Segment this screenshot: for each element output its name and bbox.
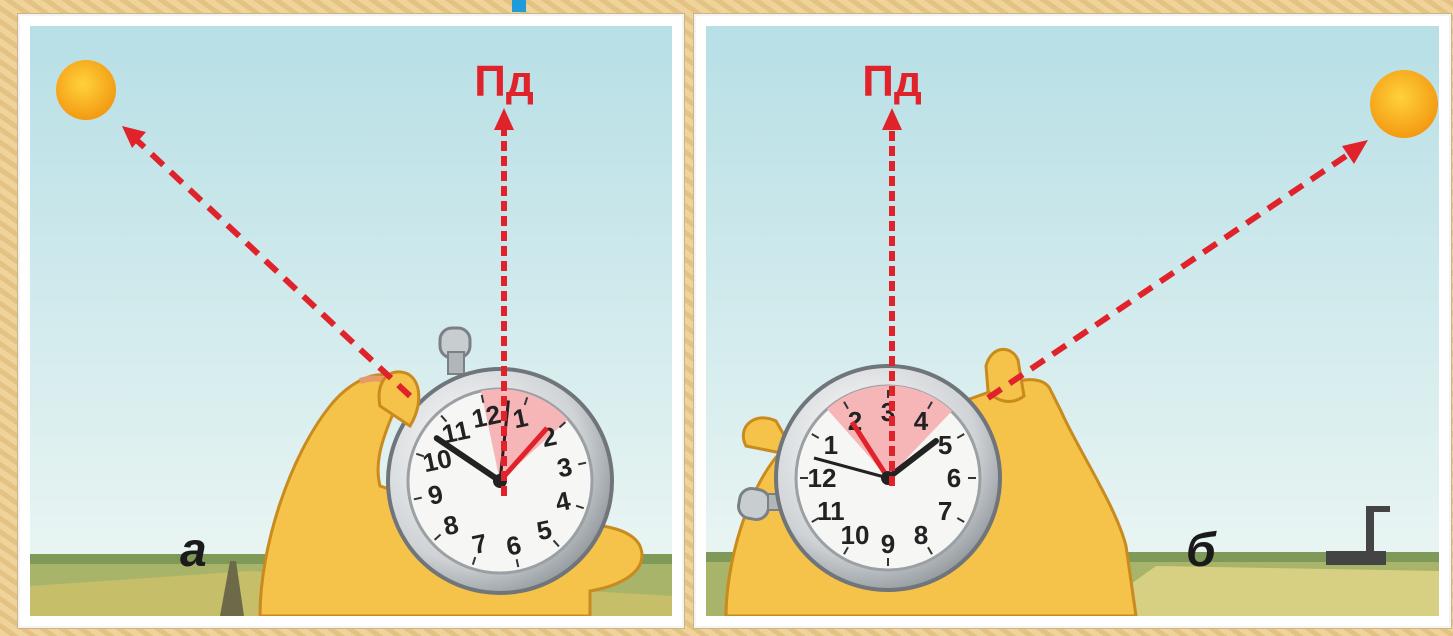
dial-number: 8 xyxy=(914,520,928,550)
sun-icon xyxy=(1370,70,1438,138)
panel-label-b: б xyxy=(1186,524,1217,577)
dial-number: 12 xyxy=(808,463,837,493)
dial-number: 9 xyxy=(881,529,895,559)
watch-crown xyxy=(737,487,772,522)
sun-icon xyxy=(56,60,116,120)
dial-number: 12 xyxy=(469,399,504,434)
factory-icon xyxy=(1326,551,1386,565)
south-label: Пд xyxy=(474,57,534,106)
panel-label-a: а xyxy=(180,524,207,577)
dial-number: 11 xyxy=(817,496,845,526)
accent-marker xyxy=(512,0,526,12)
dial-number: 1 xyxy=(824,430,838,460)
south-label: Пд xyxy=(862,57,922,106)
dial-number: 4 xyxy=(914,406,929,436)
dial-number: 10 xyxy=(841,520,870,550)
dial-number: 7 xyxy=(938,496,952,526)
dial-number: 5 xyxy=(938,430,952,460)
dial-number: 6 xyxy=(947,463,961,493)
